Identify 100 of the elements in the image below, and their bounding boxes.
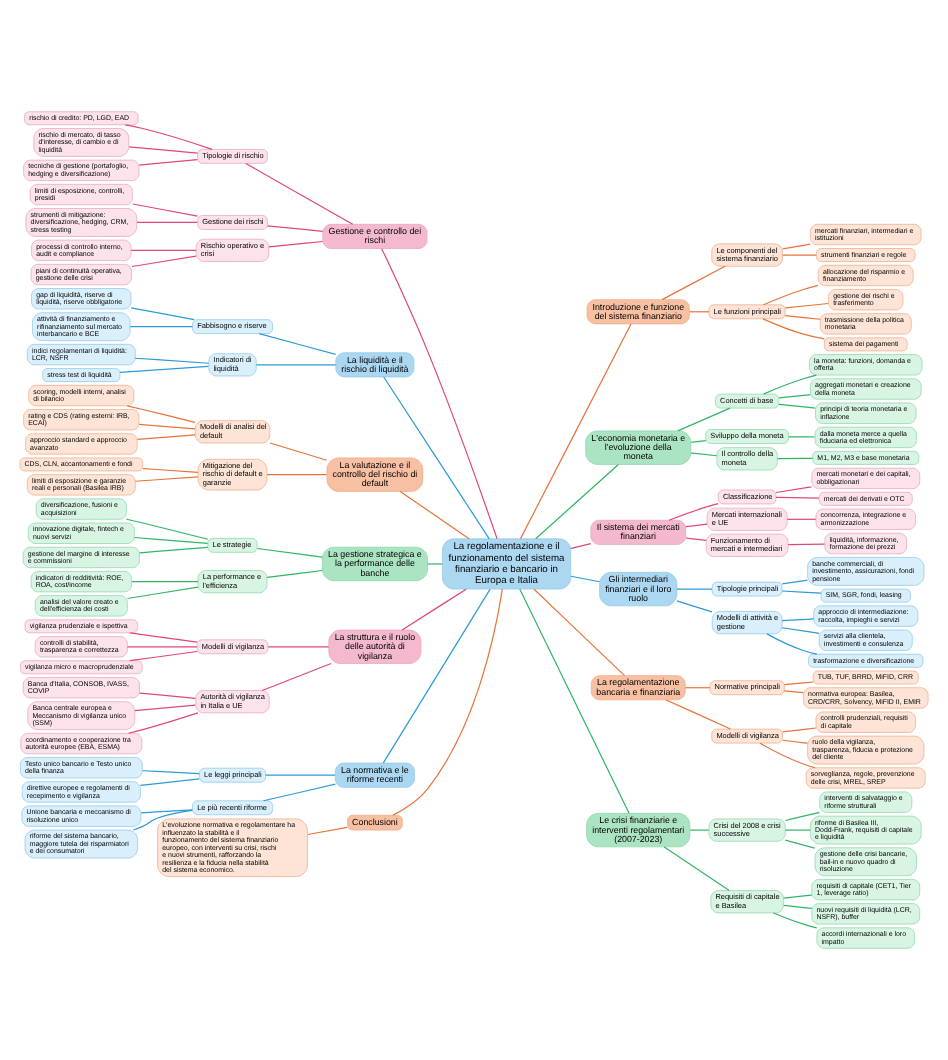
connector xyxy=(570,543,592,550)
connector xyxy=(784,839,816,849)
connector xyxy=(426,563,443,565)
connector xyxy=(778,394,811,399)
connector xyxy=(762,284,819,306)
connector xyxy=(127,712,199,734)
connector xyxy=(787,543,826,546)
connector xyxy=(782,254,817,256)
connector xyxy=(663,846,730,892)
connector xyxy=(256,547,323,558)
connector xyxy=(783,690,804,694)
connector xyxy=(130,249,197,251)
connector xyxy=(269,442,328,461)
connector xyxy=(261,662,332,692)
connector xyxy=(258,333,337,356)
connector xyxy=(136,221,198,224)
connector xyxy=(570,575,601,583)
connector xyxy=(132,203,199,217)
connector xyxy=(142,467,199,473)
connector xyxy=(781,590,822,594)
connector xyxy=(685,523,708,528)
connector xyxy=(138,546,209,554)
connector xyxy=(140,809,193,814)
connector xyxy=(132,809,193,831)
connector xyxy=(139,778,200,787)
connector xyxy=(690,440,707,443)
connector xyxy=(783,681,814,686)
connector xyxy=(759,742,816,769)
connector xyxy=(782,727,817,733)
connector xyxy=(141,770,200,775)
connector xyxy=(676,588,713,590)
connector xyxy=(677,407,731,432)
connector xyxy=(776,457,814,460)
connector xyxy=(782,739,809,744)
connector xyxy=(535,463,620,540)
connector xyxy=(119,365,209,374)
connector xyxy=(392,588,503,816)
connector xyxy=(134,704,196,712)
connector xyxy=(519,588,630,814)
connector xyxy=(129,632,198,643)
connector xyxy=(676,600,713,613)
connector xyxy=(668,503,719,521)
connector xyxy=(781,618,815,622)
connector xyxy=(307,826,348,836)
connector xyxy=(783,894,813,899)
connector xyxy=(255,364,337,366)
connector xyxy=(134,357,210,364)
connector xyxy=(124,124,213,150)
connector xyxy=(126,586,199,600)
connector xyxy=(134,476,199,482)
connector xyxy=(775,496,820,499)
connector xyxy=(129,326,193,328)
connector xyxy=(762,318,825,340)
connector xyxy=(382,588,491,764)
connector xyxy=(265,774,336,776)
connector xyxy=(401,588,467,631)
connector xyxy=(690,452,718,457)
connector xyxy=(126,405,196,424)
connector xyxy=(268,240,324,248)
connector xyxy=(129,650,198,662)
connector xyxy=(665,699,732,730)
connector xyxy=(787,436,816,438)
connector xyxy=(781,627,820,634)
connector xyxy=(136,434,196,441)
connector xyxy=(131,581,199,583)
connector xyxy=(130,307,195,321)
connector xyxy=(399,490,470,540)
connector xyxy=(263,783,336,802)
connector xyxy=(784,315,821,320)
connector xyxy=(383,376,490,540)
connector xyxy=(781,579,808,585)
connector xyxy=(784,811,821,822)
connector xyxy=(684,687,711,689)
connector xyxy=(138,423,196,430)
connector xyxy=(688,311,710,313)
connector xyxy=(138,159,198,166)
connector xyxy=(775,486,813,494)
connector xyxy=(766,633,818,655)
connector xyxy=(533,588,626,677)
connector xyxy=(784,302,829,309)
connector xyxy=(128,146,199,154)
connector xyxy=(266,474,328,476)
connector xyxy=(783,904,813,909)
connector xyxy=(762,374,817,395)
connector xyxy=(131,255,197,268)
connector xyxy=(689,829,710,831)
connector xyxy=(125,518,209,540)
connector xyxy=(266,569,323,578)
connector xyxy=(381,248,498,540)
connector xyxy=(782,243,811,250)
connector xyxy=(519,323,632,540)
connector xyxy=(133,536,209,544)
connector xyxy=(786,518,817,520)
connector xyxy=(778,403,816,409)
connector xyxy=(267,646,330,648)
connector xyxy=(266,225,324,232)
connector xyxy=(138,692,196,699)
connector xyxy=(784,829,811,831)
connector xyxy=(245,162,354,225)
connector xyxy=(685,537,707,542)
